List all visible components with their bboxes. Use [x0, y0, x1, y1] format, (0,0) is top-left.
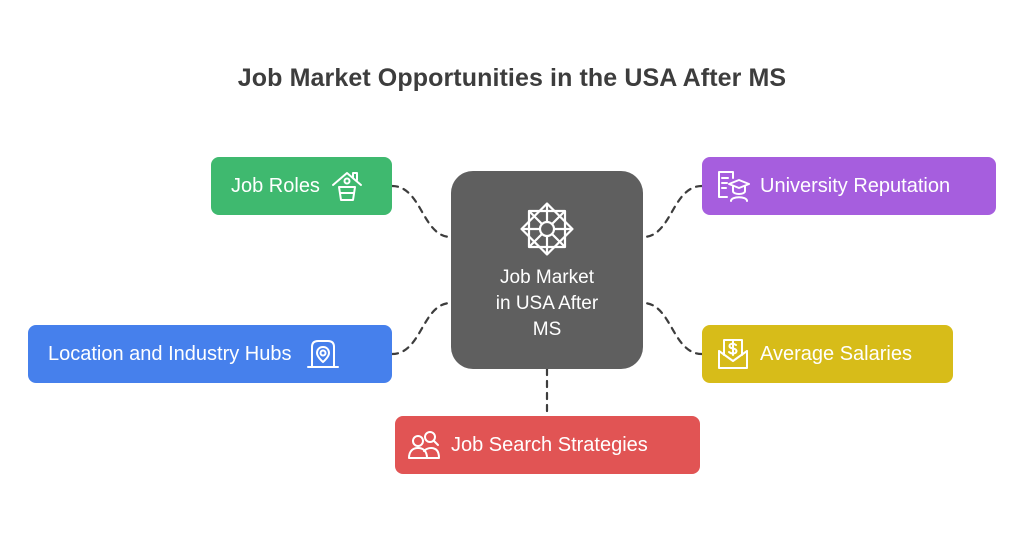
- diagram-title: Job Market Opportunities in the USA Afte…: [237, 64, 787, 92]
- house-ladder-icon: [331, 172, 362, 201]
- people-search-icon: [408, 431, 440, 459]
- node-average-salaries[interactable]: Average Salaries: [702, 325, 953, 383]
- center-topic: Job Market in USA After MS: [451, 171, 643, 369]
- connector-university-reputation: [641, 184, 704, 239]
- node-job-roles[interactable]: Job Roles: [211, 157, 392, 215]
- connector-location-hubs: [390, 301, 453, 356]
- location-device-icon: [306, 340, 339, 368]
- connector-job-roles: [390, 184, 453, 239]
- node-university-reputation-label: University Reputation: [760, 174, 951, 197]
- star-flower-icon: [520, 202, 574, 256]
- dollar-envelope-icon: [718, 339, 748, 369]
- node-job-search-strategies-label: Job Search Strategies: [451, 433, 648, 456]
- node-job-search-strategies[interactable]: Job Search Strategies: [395, 416, 700, 474]
- connector-average-salaries: [641, 301, 704, 356]
- node-location-hubs-label: Location and Industry Hubs: [48, 342, 292, 365]
- node-university-reputation[interactable]: University Reputation: [702, 157, 996, 215]
- center-topic-label: Job Market in USA After MS: [495, 267, 599, 340]
- node-average-salaries-label: Average Salaries: [760, 342, 912, 365]
- node-job-roles-label: Job Roles: [231, 174, 320, 197]
- graduate-certificate-icon: [718, 171, 750, 202]
- node-location-hubs[interactable]: Location and Industry Hubs: [28, 325, 392, 383]
